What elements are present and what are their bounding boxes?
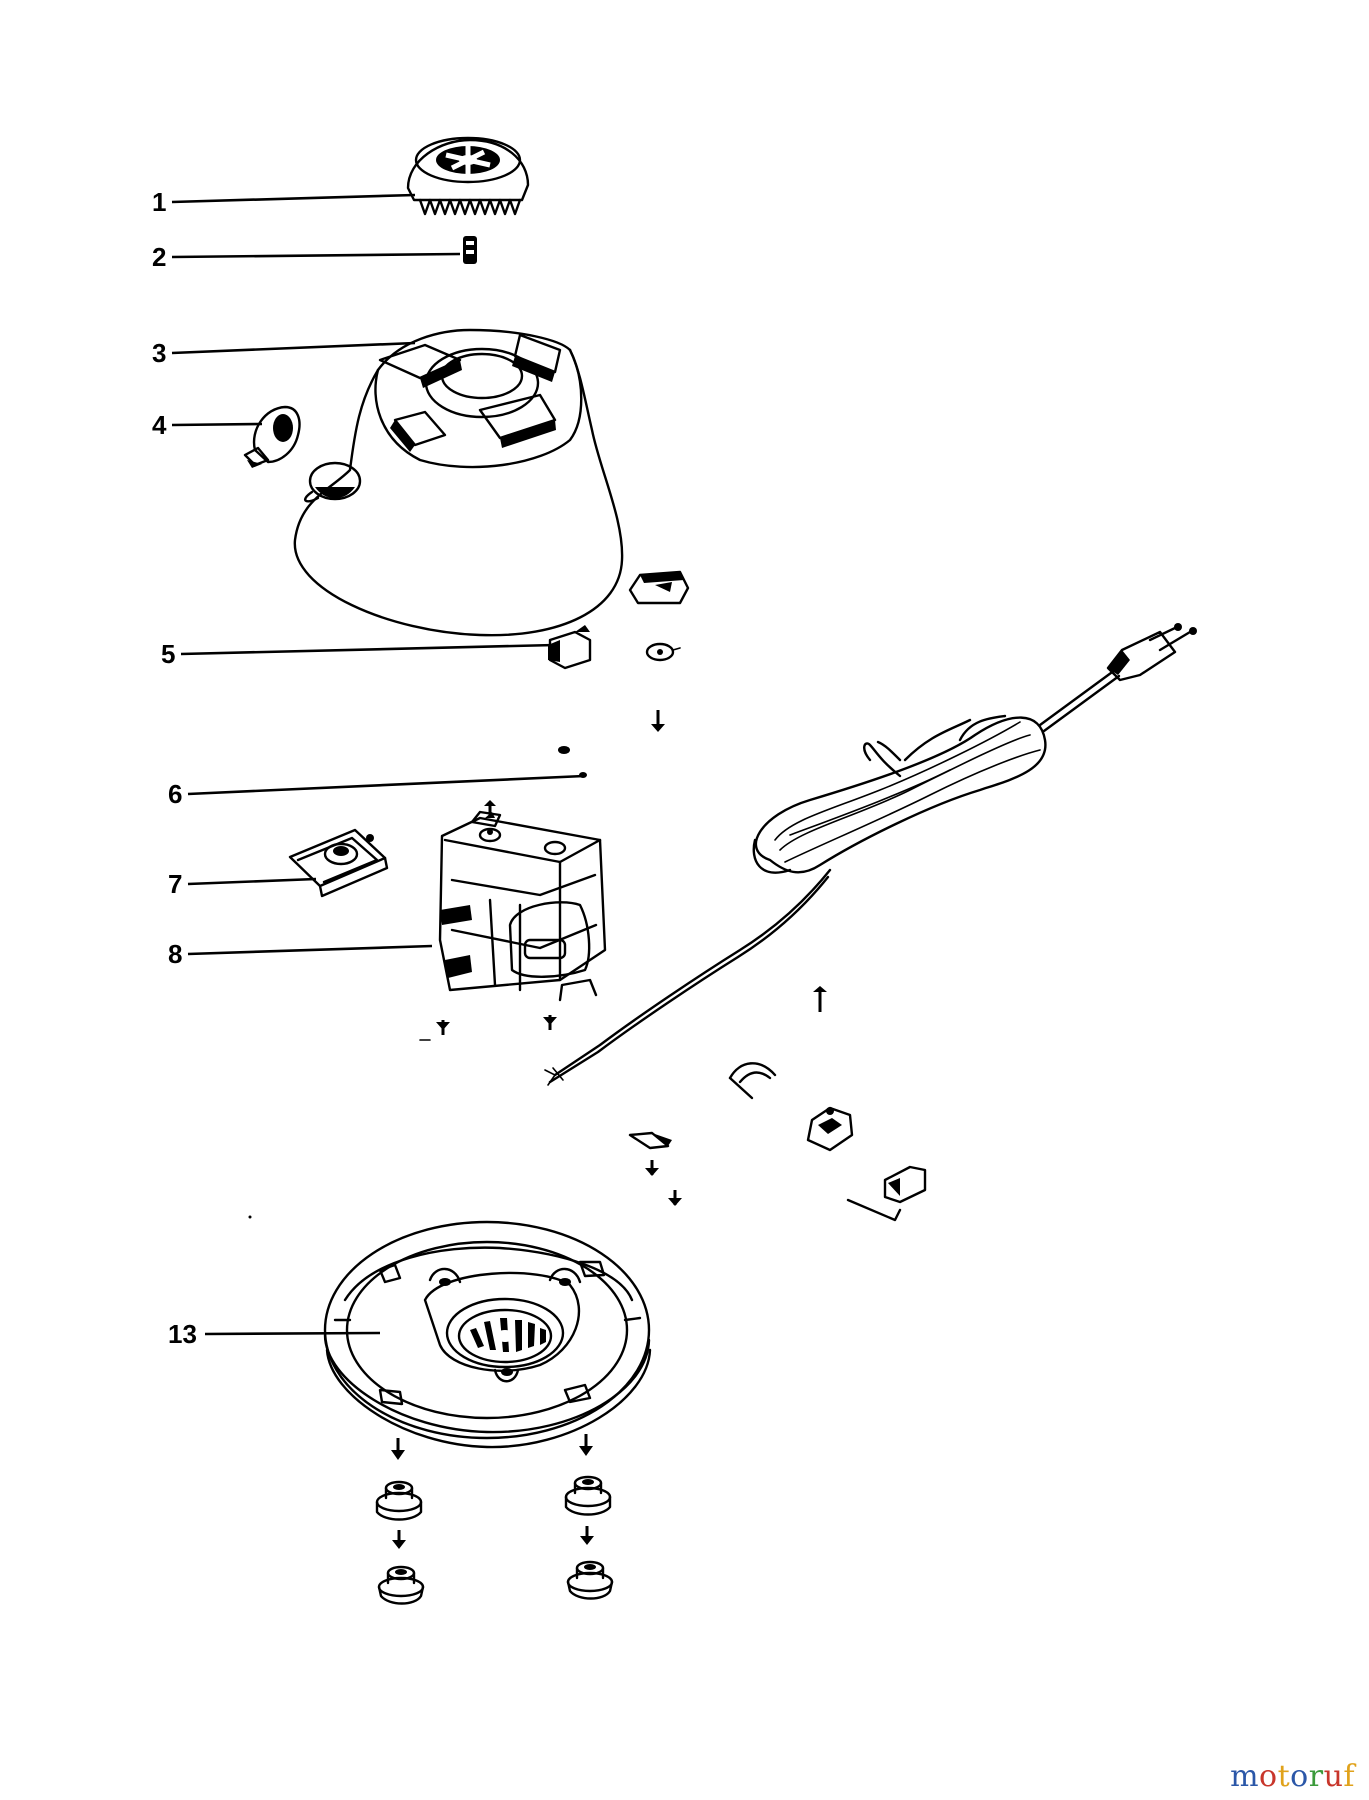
callout-1-number: 1	[152, 187, 166, 217]
callout-3-number: 3	[152, 338, 166, 368]
callout-7: 7	[168, 869, 317, 899]
part-6-pin	[558, 746, 587, 778]
callout-1: 1	[152, 187, 416, 217]
power-cord	[544, 623, 1197, 1086]
part-1-coupling	[406, 136, 530, 216]
part-5-clip	[548, 625, 592, 670]
callout-4: 4	[152, 410, 263, 440]
part-motor-screws	[419, 1015, 557, 1041]
callout-3: 3	[152, 338, 416, 368]
callout-6-leader	[187, 774, 585, 796]
foot-right-top	[564, 1475, 612, 1516]
part-2-nut	[463, 236, 477, 264]
callout-2-leader	[171, 252, 461, 259]
callout-4-number: 4	[152, 410, 167, 440]
part-bracket-pad	[628, 570, 690, 605]
callout-5-number: 5	[161, 639, 175, 669]
callout-5-leader	[180, 643, 556, 656]
foot-left-top	[375, 1480, 423, 1521]
callout-7-leader	[187, 877, 317, 886]
callout-3-leader	[171, 341, 416, 355]
callout-8-number: 8	[168, 939, 182, 969]
watermark-letter: r	[1308, 1759, 1324, 1794]
part-13-base	[323, 1220, 652, 1449]
foot-screw-right-top	[579, 1434, 593, 1456]
callout-6-number: 6	[168, 779, 182, 809]
watermark-letter: o	[1290, 1759, 1309, 1794]
watermark-letter: o	[1259, 1759, 1278, 1794]
part-strain-relief	[248, 986, 927, 1222]
watermark-logo: motoruf	[1230, 1759, 1355, 1794]
callout-5: 5	[161, 639, 556, 669]
foot-right-bottom	[566, 1560, 614, 1600]
watermark-letter: m	[1230, 1759, 1260, 1794]
part-8-motor	[438, 800, 607, 1002]
foot-screw-left-bottom	[392, 1530, 406, 1549]
part-4-switch-knob	[243, 405, 301, 468]
callout-2-number: 2	[152, 242, 166, 272]
part-washer	[645, 642, 681, 662]
watermark-letter: u	[1323, 1759, 1344, 1794]
watermark-letter: t	[1277, 1759, 1291, 1794]
callout-13: 13	[168, 1319, 381, 1349]
watermark-letter: f	[1343, 1759, 1355, 1794]
callout-7-number: 7	[168, 869, 182, 899]
callout-2: 2	[152, 242, 461, 272]
callout-6: 6	[168, 774, 585, 809]
part-feet	[375, 1434, 614, 1605]
part-3-housing	[293, 328, 624, 637]
part-7-plate	[288, 828, 389, 898]
callout-13-leader	[204, 1331, 381, 1336]
foot-screw-right-bottom	[580, 1526, 594, 1545]
callout-4-leader	[171, 422, 263, 427]
callout-8-leader	[187, 944, 433, 956]
vent-grille	[470, 1318, 546, 1352]
callout-1-leader	[171, 193, 416, 204]
foot-left-bottom	[377, 1565, 425, 1605]
callout-8: 8	[168, 939, 433, 969]
callout-13-number: 13	[168, 1319, 197, 1349]
foot-screw-left-top	[391, 1438, 405, 1460]
part-screw-a	[651, 710, 665, 732]
